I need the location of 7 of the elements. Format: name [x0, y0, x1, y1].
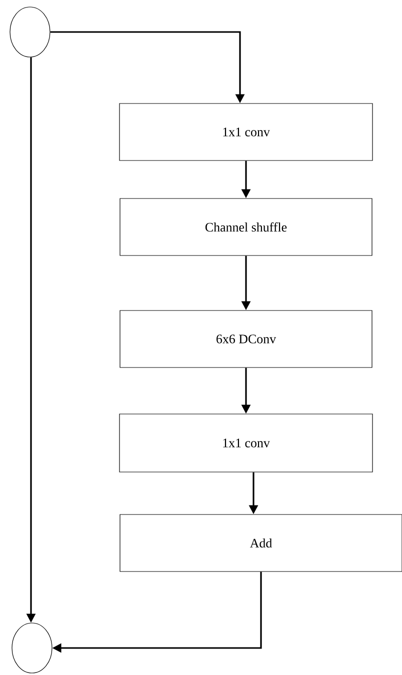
circle-node: [12, 622, 52, 674]
process-box: 1x1 conv: [119, 414, 373, 472]
process-box: 6x6 DConv: [120, 310, 372, 368]
process-box: Channel shuffle: [120, 198, 372, 256]
circle-node: [10, 6, 50, 58]
process-box: 1x1 conv: [119, 103, 373, 161]
process-box: Add: [120, 514, 402, 572]
